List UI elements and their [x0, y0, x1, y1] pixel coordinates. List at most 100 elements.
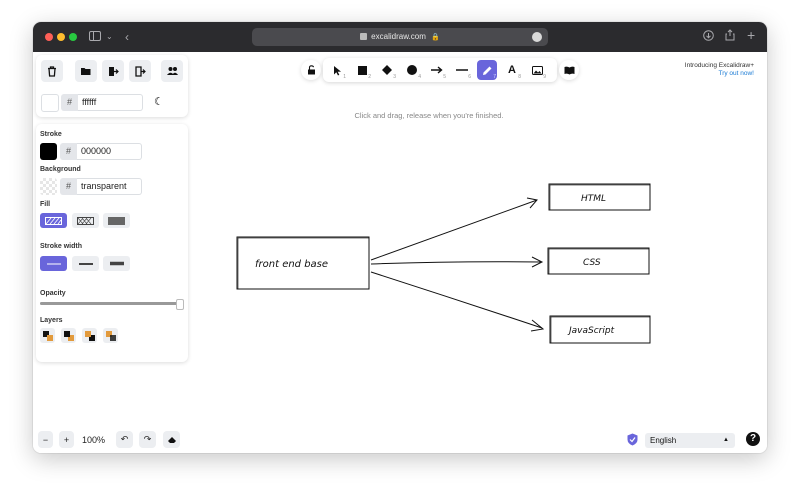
minimize-window-button[interactable]: [57, 33, 65, 41]
library-button[interactable]: [559, 60, 579, 80]
source-box-sketch-stroke: [237, 237, 370, 290]
selection-tool[interactable]: 1: [327, 60, 347, 80]
shortcut-number: 4: [418, 74, 421, 80]
lock-icon: 🔒: [431, 34, 440, 41]
zoom-in-button[interactable]: +: [59, 431, 74, 448]
opacity-slider-fill: [40, 302, 180, 305]
layers-label: Layers: [40, 317, 63, 324]
canvas-background-swatch[interactable]: [41, 94, 59, 112]
redo-button[interactable]: ↷: [139, 431, 156, 448]
hash-label: #: [61, 94, 78, 111]
solid-fill-icon: [108, 216, 125, 225]
stroke-label: Stroke: [40, 131, 62, 138]
promo-title: Introducing Excalidraw+: [684, 62, 754, 69]
stroke-width-bold-option[interactable]: [72, 256, 99, 271]
text-tool[interactable]: A 8: [502, 60, 522, 80]
chevron-down-icon[interactable]: ⌄: [106, 32, 113, 41]
arrowhead-html: [526, 197, 538, 209]
save-to-button[interactable]: [102, 60, 124, 82]
help-icon[interactable]: ?: [746, 432, 760, 446]
arrow-to-css[interactable]: [370, 261, 542, 265]
unlocked-icon: [307, 65, 315, 75]
undo-icon: ↶: [120, 434, 129, 444]
arrow-tool[interactable]: 5: [427, 60, 447, 80]
pointer-icon: [333, 65, 341, 75]
hash-label: #: [60, 178, 77, 195]
fill-hachure-option[interactable]: [40, 213, 67, 228]
zoom-level[interactable]: 100%: [81, 434, 106, 445]
arrowhead-javascript: [530, 319, 545, 332]
shapes-toolbar: 1 2 3 4 5 6 7: [323, 58, 557, 82]
export-image-icon: [134, 65, 146, 77]
pencil-icon: [482, 66, 491, 75]
fill-cross-hatch-option[interactable]: [72, 213, 99, 228]
send-backward-button[interactable]: [61, 328, 76, 343]
ellipse-icon: [407, 65, 417, 75]
dark-mode-icon[interactable]: ☾: [154, 96, 164, 108]
fill-label: Fill: [40, 201, 51, 208]
image-tool[interactable]: 9: [527, 60, 547, 80]
canvas-background-input[interactable]: ffffff: [78, 94, 143, 111]
live-collaboration-button[interactable]: [161, 60, 183, 82]
stroke-width-label: Stroke width: [40, 243, 83, 250]
line-icon: [456, 69, 468, 71]
html-box-sketch-stroke: [549, 184, 651, 211]
excalidraw-plus-promo[interactable]: Introducing Excalidraw+ Try out now!: [685, 62, 754, 78]
stroke-width-extra-bold-option[interactable]: [103, 256, 130, 271]
eraser-button[interactable]: [163, 431, 180, 448]
address-bar[interactable]: excalidraw.com 🔒: [252, 28, 548, 46]
sidebar-toggle-icon[interactable]: [89, 29, 101, 45]
folder-icon: [81, 68, 91, 75]
stroke-width-thin-option[interactable]: [40, 256, 67, 271]
bold-line-icon: [78, 262, 93, 265]
trash-icon: [48, 65, 56, 77]
html-box-label: HTML: [581, 194, 606, 204]
rectangle-tool[interactable]: 2: [352, 60, 372, 80]
language-select[interactable]: English ▲: [645, 433, 735, 448]
open-button[interactable]: [75, 60, 97, 82]
hachure-fill-icon: [45, 216, 62, 225]
opacity-slider-thumb[interactable]: [176, 299, 184, 310]
lock-tool-button[interactable]: [301, 60, 321, 80]
diamond-tool[interactable]: 3: [377, 60, 397, 80]
line-tool[interactable]: 6: [452, 60, 472, 80]
share-icon[interactable]: [725, 29, 735, 45]
bring-to-front-icon: [105, 330, 116, 341]
draw-tool[interactable]: 7: [477, 60, 497, 80]
ellipse-tool[interactable]: 4: [402, 60, 422, 80]
opacity-slider[interactable]: [40, 299, 184, 310]
arrow-to-javascript[interactable]: [370, 271, 543, 329]
site-favicon-icon: [360, 33, 368, 40]
export-image-button[interactable]: [129, 60, 151, 82]
maximize-window-button[interactable]: [69, 33, 77, 41]
download-icon[interactable]: [703, 29, 714, 45]
background-color-input[interactable]: transparent: [77, 178, 142, 195]
excalidraw-canvas[interactable]: # ffffff ☾ Stroke # 000000 Background # …: [33, 52, 767, 453]
back-icon[interactable]: ‹: [125, 30, 129, 44]
stroke-color-input[interactable]: 000000: [77, 143, 142, 160]
bring-to-front-button[interactable]: [103, 328, 118, 343]
close-window-button[interactable]: [45, 33, 53, 41]
shortcut-number: 3: [393, 74, 396, 80]
new-tab-icon[interactable]: +: [747, 27, 756, 43]
zoom-out-button[interactable]: −: [38, 431, 53, 448]
promo-link[interactable]: Try out now!: [718, 70, 754, 77]
fill-solid-option[interactable]: [103, 213, 130, 228]
language-value: English: [650, 436, 677, 445]
stroke-color-swatch[interactable]: [40, 143, 57, 160]
background-color-swatch[interactable]: [40, 178, 57, 195]
bring-forward-icon: [84, 330, 95, 341]
drawing-layer: front end base HTML CSS JavaScript: [236, 183, 651, 344]
image-icon: [531, 65, 543, 75]
bring-forward-button[interactable]: [82, 328, 97, 343]
send-to-back-button[interactable]: [40, 328, 55, 343]
undo-button[interactable]: ↶: [116, 431, 133, 448]
css-box-sketch-stroke: [548, 248, 650, 275]
clear-canvas-button[interactable]: [41, 60, 63, 82]
hash-label: #: [60, 143, 77, 160]
arrow-to-html[interactable]: [370, 199, 538, 261]
users-icon: [166, 67, 178, 75]
shortcut-number: 1: [343, 74, 346, 80]
encryption-shield-icon[interactable]: [627, 433, 639, 447]
more-icon[interactable]: [532, 32, 542, 42]
